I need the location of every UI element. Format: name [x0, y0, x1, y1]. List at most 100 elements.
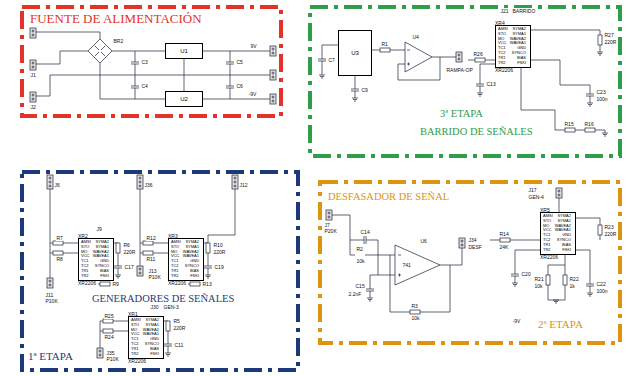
- stage-heading: DESFASADOR DE SEÑAL: [328, 191, 449, 202]
- label-slot: 220R: [604, 231, 617, 237]
- resistor-symbol: [103, 319, 113, 323]
- box-label: U3: [351, 50, 359, 57]
- resistor-symbol: [565, 128, 575, 132]
- sweep-region: 3ª ETAPABARRIDO DE SEÑALESU3XR4AMSI STO …: [308, 5, 622, 158]
- label-slot: C13: [486, 81, 496, 87]
- label-slot: R26: [473, 51, 483, 57]
- component-label: R3: [411, 303, 418, 309]
- capacitor-symbol: [131, 82, 139, 92]
- label-slot: J9: [96, 226, 102, 232]
- connector-symbol: [30, 60, 36, 70]
- part-number-slot: XR2206: [495, 67, 513, 73]
- label-slot: J34: [468, 237, 477, 243]
- connector-symbol: [270, 46, 276, 56]
- capacitor-symbol: [586, 90, 594, 100]
- component-label: R14: [499, 231, 509, 237]
- label-slot: R25: [104, 313, 114, 319]
- label-slot: R22: [569, 276, 579, 282]
- connector-symbol: [137, 175, 143, 189]
- label-slot: C22: [596, 281, 606, 287]
- pin-names: AMSI STO MO VCC TC1 TC2 TR1 TR2: [498, 27, 508, 66]
- connector-symbol: [30, 28, 36, 38]
- component-label: R1: [381, 41, 388, 47]
- ground-symbol: [553, 300, 559, 303]
- part-number-slot: XR2206: [540, 254, 558, 260]
- label-slot: BARRIDO: [512, 8, 536, 14]
- component-label: P10K: [45, 298, 58, 304]
- resistor-symbol: [190, 282, 200, 286]
- box-label: U1: [180, 48, 188, 55]
- label-slot: J12: [239, 182, 248, 188]
- label-slot: C6: [236, 83, 243, 89]
- label-slot: C19: [214, 264, 224, 270]
- capacitor-symbol: [204, 262, 212, 272]
- resistor-symbol: [410, 310, 420, 314]
- connector-symbol: [270, 94, 276, 104]
- component-label: C15: [355, 283, 365, 289]
- component-label: C9: [361, 87, 368, 93]
- component-label: R5: [173, 318, 180, 324]
- component-label: C13: [486, 81, 496, 87]
- chip-ref: XR1: [128, 311, 138, 317]
- label-slot: R13: [202, 281, 212, 287]
- component-label: 9V: [250, 43, 257, 49]
- component-label: -9V: [512, 318, 521, 324]
- label-slot: GEN-4: [528, 194, 544, 200]
- component-label: J30: [150, 304, 159, 310]
- component-label: R26: [473, 51, 483, 57]
- opamp-symbol: [405, 42, 432, 72]
- ground-symbol: [477, 93, 483, 96]
- ground-symbol: [115, 275, 121, 278]
- part-number-slot: XR2206: [168, 280, 186, 286]
- pin-names: AMSI STO MO VCC TC1 TC2 TR1 TR2: [131, 318, 141, 357]
- component-label: 2.2nF: [348, 291, 362, 297]
- connector-symbol: [459, 238, 465, 248]
- heading-slot: 3ª ETAPA: [440, 103, 483, 121]
- power-wiring: [36, 32, 270, 99]
- part-number-slot: XR2206: [78, 280, 96, 286]
- label-slot: 741: [402, 262, 411, 268]
- component-label: 10k: [534, 283, 543, 289]
- component-label: 741: [402, 262, 411, 268]
- dashed-outline: [310, 7, 620, 156]
- component-label: C14: [360, 229, 370, 235]
- resistor-symbol: [585, 128, 595, 132]
- component-label: J34: [468, 237, 477, 243]
- timer-box: U3: [338, 30, 372, 76]
- dashed-outline: [22, 7, 281, 116]
- connector-symbol: [30, 92, 36, 102]
- ground-symbol: [512, 283, 518, 286]
- component-label: C6: [236, 83, 243, 89]
- capacitor-symbol: [226, 58, 234, 68]
- chip-ref: XR3: [168, 233, 178, 239]
- dashed-outline: [320, 182, 620, 343]
- label-slot: RAMPA-OP: [446, 67, 473, 73]
- component-label: C5: [236, 59, 243, 65]
- stage-heading: 3ª ETAPA: [440, 108, 483, 119]
- bridge-rectifier: [88, 39, 112, 63]
- label-slot: C9: [361, 87, 368, 93]
- ground-symbol: [319, 75, 325, 78]
- label-slot: -9V: [512, 318, 521, 324]
- pin-names: AMSI STO MO VCC TC1 TC2 TR1 TR2: [171, 240, 181, 279]
- ground-symbol: [367, 298, 373, 301]
- dashed-outline: [22, 172, 298, 370]
- label-slot: 10k: [411, 315, 420, 321]
- ground-symbol: [165, 353, 171, 356]
- component-label: U6: [420, 238, 427, 244]
- label-slot: P10K: [106, 356, 119, 362]
- component-label: R24: [104, 334, 114, 340]
- part-number: XR2206: [168, 280, 186, 286]
- ground-symbol: [205, 275, 211, 278]
- component-label: R22: [569, 276, 579, 282]
- component-label: R10: [213, 242, 223, 248]
- chip-ref-slot: XR1: [128, 311, 138, 317]
- resistor-symbol: [116, 243, 120, 253]
- label-slot: R2: [356, 246, 363, 252]
- label-slot: 10k: [534, 283, 543, 289]
- component-label: P10K: [106, 356, 119, 362]
- shifter-wiring: [332, 198, 600, 312]
- label-slot: J30: [150, 304, 159, 310]
- label-slot: P10K: [148, 274, 161, 280]
- stage-heading: 2ª ETAPA: [538, 318, 583, 330]
